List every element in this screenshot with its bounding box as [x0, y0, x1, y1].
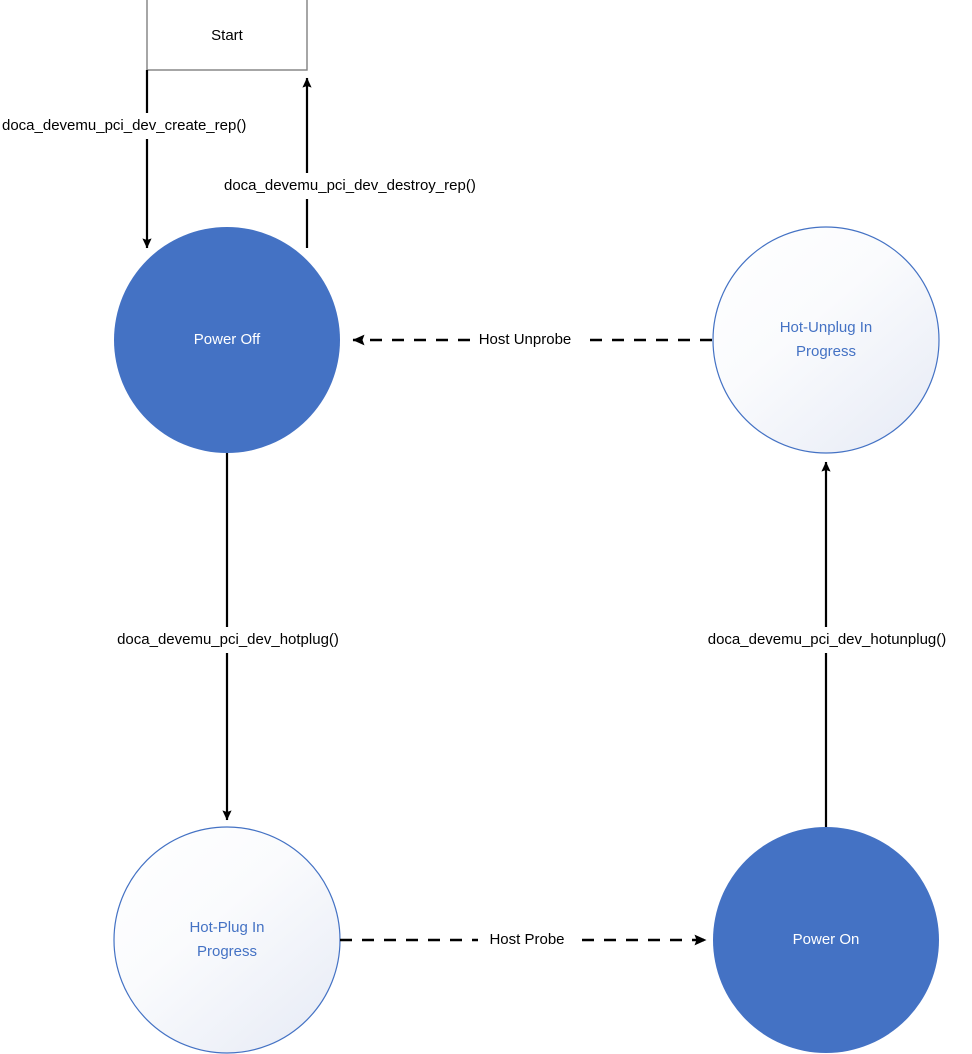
node-hot-unplug-in-progress[interactable]: Hot-Unplug In Progress: [712, 226, 940, 454]
edge-create-rep-label-bg: [0, 113, 308, 139]
edge-create-rep[interactable]: doca_devemu_pci_dev_create_rep(): [0, 70, 308, 249]
node-start[interactable]: Start: [146, 0, 308, 71]
power-on-label: Power On: [793, 931, 860, 948]
edge-hotunplug-label-bg: [678, 627, 972, 653]
edge-destroy-rep[interactable]: doca_devemu_pci_dev_destroy_rep(): [222, 77, 538, 248]
hot-plug-circle-shape: [113, 826, 341, 1054]
node-power-on[interactable]: Power On: [713, 827, 939, 1053]
hot-unplug-label-line1: Hot-Unplug In: [780, 319, 873, 336]
edge-host-probe-label-bg: [478, 929, 576, 951]
node-hot-plug-in-progress[interactable]: Hot-Plug In Progress: [113, 826, 341, 1054]
edge-host-unprobe-label: Host Unprobe: [479, 331, 572, 348]
hot-plug-label-line1: Hot-Plug In: [189, 919, 264, 936]
power-off-label: Power Off: [194, 331, 261, 348]
power-off-circle-shape: [114, 227, 340, 453]
edge-create-rep-label: doca_devemu_pci_dev_create_rep(): [2, 117, 246, 134]
power-on-circle-shape: [713, 827, 939, 1053]
edge-hotplug-label-bg: [88, 627, 368, 653]
start-box-label: Start: [211, 27, 244, 44]
hot-unplug-label-line2: Progress: [796, 343, 856, 360]
edge-host-probe[interactable]: Host Probe: [340, 929, 707, 951]
edge-hotplug-label: doca_devemu_pci_dev_hotplug(): [117, 631, 339, 648]
edge-hotunplug-label: doca_devemu_pci_dev_hotunplug(): [708, 631, 947, 648]
edge-destroy-rep-label: doca_devemu_pci_dev_destroy_rep(): [224, 177, 476, 194]
hot-plug-label-line2: Progress: [197, 943, 257, 960]
node-power-off[interactable]: Power Off: [114, 227, 340, 453]
edge-host-unprobe[interactable]: Host Unprobe: [352, 329, 712, 351]
start-box-shape: [146, 0, 308, 71]
edge-host-probe-label: Host Probe: [489, 931, 564, 948]
hot-unplug-circle-shape: [712, 226, 940, 454]
edge-host-unprobe-label-bg: [470, 329, 581, 351]
edge-hotplug[interactable]: doca_devemu_pci_dev_hotplug(): [88, 453, 368, 821]
edge-hotunplug[interactable]: doca_devemu_pci_dev_hotunplug(): [678, 461, 972, 827]
edge-destroy-rep-label-bg: [222, 173, 538, 199]
